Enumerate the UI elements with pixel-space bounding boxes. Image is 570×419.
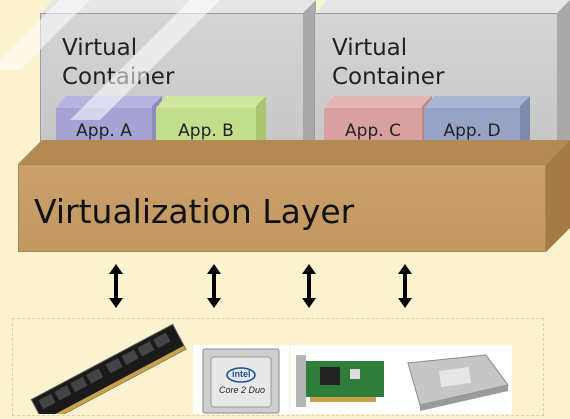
cpu-icon: intel Core 2 Duo xyxy=(193,345,289,414)
cpu-brand-label: intel xyxy=(232,369,251,379)
double-arrow-icon xyxy=(207,264,221,308)
app-label: App. D xyxy=(443,121,501,141)
double-arrow-icon xyxy=(109,264,123,308)
virtual-container-label: Virtual Container xyxy=(62,35,175,90)
ram-module-icon xyxy=(30,323,187,414)
double-arrow-icon xyxy=(302,264,316,308)
app-label: App. A xyxy=(76,121,132,141)
virtual-container-label: Virtual Container xyxy=(332,35,445,90)
app-label: App. B xyxy=(178,121,234,141)
app-label: App. C xyxy=(345,121,401,141)
hard-drive-icon xyxy=(390,345,512,414)
virtualization-layer: Virtualization Layer xyxy=(18,140,570,252)
network-card-icon xyxy=(290,345,390,414)
double-arrow-icon xyxy=(398,264,412,308)
virtualization-layer-label: Virtualization Layer xyxy=(34,192,355,231)
cpu-model-label: Core 2 Duo xyxy=(219,385,266,395)
